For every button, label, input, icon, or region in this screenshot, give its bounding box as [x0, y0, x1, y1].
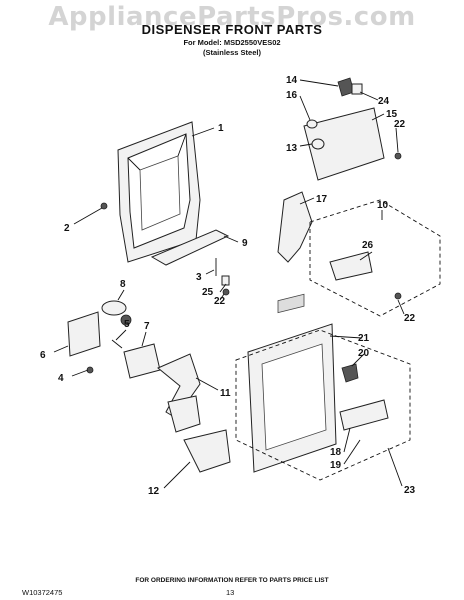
callout-25: 25 — [202, 287, 214, 298]
bracket-15 — [303, 107, 385, 181]
screw-22b — [222, 288, 230, 296]
callout-22-right: 22 — [404, 313, 416, 324]
leader-lines — [53, 79, 405, 489]
callout-5: 5 — [124, 319, 130, 330]
cup-paddle — [183, 429, 231, 473]
callout-23: 23 — [404, 485, 416, 496]
callout-3: 3 — [196, 272, 202, 283]
page-title: DISPENSER FRONT PARTS — [141, 22, 323, 37]
screw-2 — [100, 202, 108, 210]
callout-11: 11 — [220, 388, 231, 399]
clip-25 — [221, 275, 230, 286]
callout-26: 26 — [362, 240, 374, 251]
callout-21: 21 — [358, 333, 370, 344]
light-13 — [311, 138, 325, 150]
bushing-16 — [306, 119, 318, 129]
callout-16: 16 — [286, 90, 298, 101]
callout-labels: 1 2 3 4 5 6 7 8 9 10 11 12 13 14 15 16 1… — [40, 75, 416, 497]
clip-24 — [351, 83, 363, 95]
callout-10: 10 — [377, 200, 389, 211]
front-panel — [247, 293, 337, 473]
callout-14: 14 — [286, 75, 298, 86]
callout-19: 19 — [330, 460, 342, 471]
callout-18: 18 — [330, 447, 342, 458]
document-number: W10372475 — [22, 588, 63, 597]
callout-6: 6 — [40, 350, 46, 361]
model-info: For Model: MSD2550VES02 (Stainless Steel… — [0, 38, 464, 58]
pin-5 — [111, 339, 123, 349]
callout-9: 9 — [242, 238, 248, 249]
group-23-outline — [235, 329, 411, 481]
callout-20: 20 — [358, 348, 370, 359]
ordering-note: FOR ORDERING INFORMATION REFER TO PARTS … — [135, 577, 329, 584]
callout-2: 2 — [64, 223, 70, 234]
callout-15: 15 — [386, 109, 398, 120]
callout-8: 8 — [120, 279, 126, 290]
paddle-11 — [167, 395, 201, 433]
callout-12: 12 — [148, 486, 160, 497]
callout-4: 4 — [58, 373, 64, 384]
callout-7: 7 — [144, 321, 150, 332]
callout-22-middle: 22 — [214, 296, 226, 307]
control-board — [339, 399, 389, 431]
finish-line: (Stainless Steel) — [203, 48, 261, 57]
page-number: 13 — [226, 588, 235, 597]
callout-24: 24 — [378, 96, 390, 107]
callout-22-top: 22 — [394, 119, 406, 130]
drip-tray — [150, 229, 230, 266]
bracket-6 — [67, 311, 101, 357]
callout-17: 17 — [316, 194, 328, 205]
actuator-7 — [123, 343, 161, 379]
harness-20 — [341, 363, 359, 383]
motor — [101, 300, 132, 326]
ice-chute — [277, 191, 313, 263]
screw-22a — [394, 152, 402, 160]
callout-13: 13 — [286, 143, 298, 154]
model-line: For Model: MSD2550VES02 — [183, 38, 281, 47]
screw-22c — [394, 292, 402, 300]
callout-1: 1 — [218, 123, 224, 134]
watermark: AppliancePartsPros.com — [48, 2, 416, 32]
housing-frame — [117, 121, 201, 263]
group-10-outline — [309, 199, 441, 317]
